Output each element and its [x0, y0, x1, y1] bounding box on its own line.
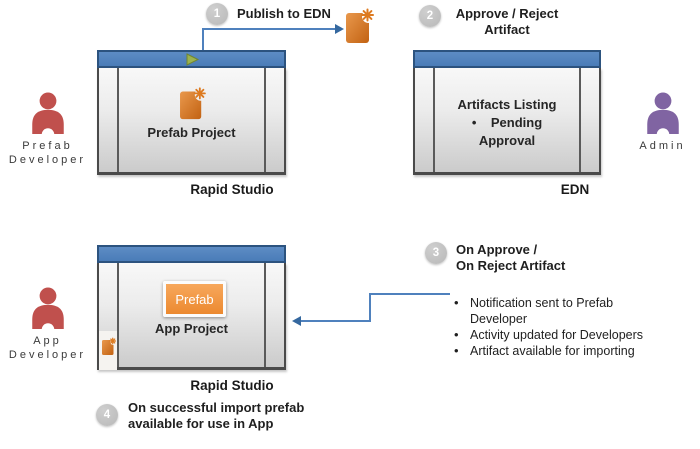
panel-divider-left: [433, 68, 435, 172]
edn-line2: • Pending: [471, 115, 543, 130]
note-text: Notification sent to Prefab Developer: [470, 296, 614, 326]
step-2-badge: 2: [419, 5, 441, 27]
actor-label-line1: Admin: [639, 140, 686, 152]
import-connector-top: [369, 293, 450, 295]
note-text: Activity updated for Developers: [470, 328, 644, 342]
step-4-badge: 4: [96, 404, 118, 426]
publish-connector-vertical: [202, 28, 204, 50]
panel-divider-right: [264, 68, 266, 172]
edn-line1: Artifacts Listing: [457, 97, 557, 112]
play-icon: [186, 52, 199, 66]
app-project-label: App Project: [155, 321, 228, 336]
rapid-studio-window-bottom: Prefab App Project: [97, 245, 286, 370]
panel-divider-left: [117, 68, 119, 172]
small-prefab-icon: [102, 337, 116, 355]
rapid-studio-window-top: Prefab Project: [97, 50, 286, 175]
panel-divider-right: [579, 68, 581, 172]
note-item: Activity updated for Developers: [452, 327, 667, 343]
publish-connector-horizontal: [202, 28, 336, 30]
arrow-left-icon: [292, 316, 301, 326]
prefab-project-icon: [180, 87, 206, 120]
rapid-studio-caption-bottom: Rapid Studio: [190, 378, 274, 393]
step-3-notes-list: Notification sent to Prefab Developer Ac…: [452, 295, 667, 359]
step-1-label: Publish to EDN: [237, 6, 331, 21]
actor-admin: Admin: [620, 92, 700, 153]
import-connector-vertical: [369, 293, 371, 322]
note-item: Artifact available for importing: [452, 343, 667, 359]
prefab-widget-button: Prefab: [163, 281, 226, 317]
step-2-line2: Artifact: [484, 22, 530, 37]
window-titlebar: [97, 50, 286, 68]
edn-caption: EDN: [560, 182, 590, 197]
window-titlebar: [97, 245, 286, 263]
edn-line3: Approval: [478, 133, 536, 148]
actor-label-line2: Developer: [8, 349, 87, 361]
rapid-studio-caption-top: Rapid Studio: [190, 182, 274, 197]
step-4-label: On successful import prefab available fo…: [128, 400, 304, 432]
note-text: Artifact available for importing: [470, 344, 635, 358]
window-body: Prefab App Project: [97, 263, 286, 370]
person-icon: [31, 287, 64, 336]
edn-window: Artifacts Listing • Pending Approval: [413, 50, 601, 175]
actor-label-line1: App: [33, 335, 62, 347]
step-3-line2: On Reject Artifact: [456, 258, 566, 273]
actor-prefab-developer: Prefab Developer: [0, 92, 95, 167]
window-body: Artifacts Listing • Pending Approval: [413, 68, 601, 175]
window-body: Prefab Project: [97, 68, 286, 175]
published-artifact-icon: [346, 8, 374, 43]
artifacts-listing-text: Artifacts Listing • Pending Approval: [437, 96, 577, 150]
step-4-line2: available for use in App: [128, 416, 274, 431]
actor-label-line1: Prefab: [22, 140, 73, 152]
import-connector-bottom: [300, 320, 371, 322]
note-item: Notification sent to Prefab Developer: [452, 295, 667, 327]
person-icon: [31, 92, 64, 141]
step-2-label: Approve / Reject Artifact: [446, 6, 568, 38]
step-1-badge: 1: [206, 3, 228, 25]
step-3-badge: 3: [425, 242, 447, 264]
panel-divider-left: [117, 263, 119, 367]
actor-app-developer: App Developer: [0, 287, 95, 362]
arrow-right-icon: [335, 24, 344, 34]
person-icon: [646, 92, 679, 141]
prefab-project-label: Prefab Project: [147, 125, 236, 140]
step-2-line1: Approve / Reject: [455, 6, 559, 21]
actor-label-line2: Developer: [8, 154, 87, 166]
actor-label: Admin: [620, 139, 700, 153]
step-3-label: On Approve / On Reject Artifact: [456, 242, 565, 274]
window-titlebar: [413, 50, 601, 68]
actor-label: App Developer: [0, 334, 95, 362]
step-4-line1: On successful import prefab: [128, 400, 305, 415]
actor-label: Prefab Developer: [0, 139, 95, 167]
step-3-line1: On Approve /: [456, 242, 538, 257]
panel-divider-right: [264, 263, 266, 367]
